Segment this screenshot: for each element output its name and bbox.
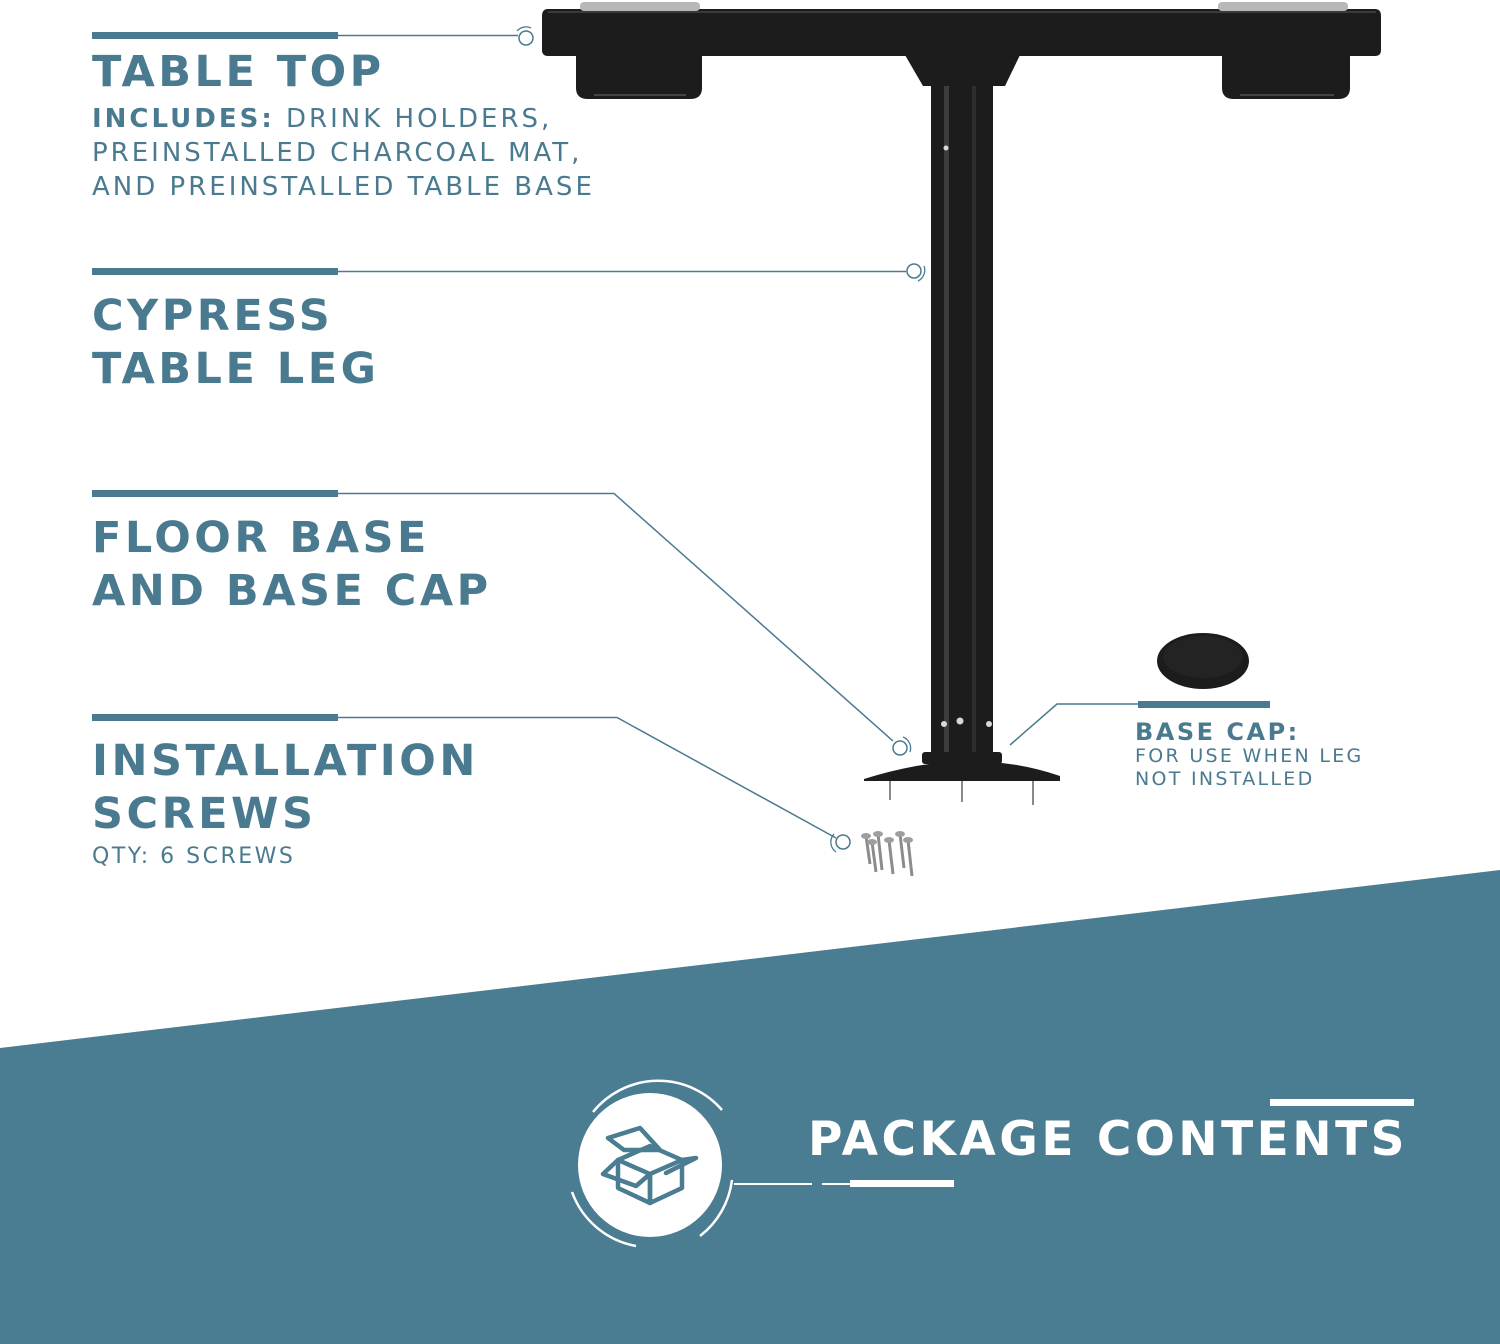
callout-bar-base-cap xyxy=(1138,701,1270,708)
footer-band xyxy=(0,870,1500,1344)
screws-title-line-2: SCREWS xyxy=(92,789,317,839)
table-base-mount xyxy=(905,55,1020,86)
floor-base-title: FLOOR BASE AND BASE CAP xyxy=(92,512,492,618)
table-leg-title-line-2: TABLE LEG xyxy=(92,344,380,394)
floor-base-illustration xyxy=(864,752,1060,805)
table-top-illustration xyxy=(542,2,1381,99)
drink-holder-cup-left xyxy=(576,55,702,99)
callout-bar-table-leg xyxy=(92,268,338,275)
screws-detail: QTY: 6 SCREWS xyxy=(92,844,296,869)
callout-bar-screws xyxy=(92,714,338,721)
table-leg-illustration xyxy=(931,86,993,762)
footer-accent-bar-top xyxy=(1270,1099,1414,1106)
box-icon xyxy=(600,1125,699,1206)
callout-bar-floor-base xyxy=(92,490,338,497)
drink-holder-rim-left xyxy=(580,2,700,11)
table-top-detail-line-1: DRINK HOLDERS, xyxy=(286,104,553,134)
screws-title-line-1: INSTALLATION xyxy=(92,736,479,786)
floor-base-title-line-2: AND BASE CAP xyxy=(92,566,492,616)
base-cap-detail: FOR USE WHEN LEG NOT INSTALLED xyxy=(1135,745,1364,791)
screws-illustration xyxy=(864,833,914,877)
drink-holder-cup-right xyxy=(1222,55,1350,99)
table-top-detail-line-2: PREINSTALLED CHARCOAL MAT, xyxy=(92,138,583,168)
table-top-detail-line-3: AND PREINSTALLED TABLE BASE xyxy=(92,172,595,202)
callout-dot-table-top xyxy=(518,30,534,46)
table-leg-title: CYPRESS TABLE LEG xyxy=(92,290,379,396)
table-top-detail-key: INCLUDES: xyxy=(92,104,275,134)
table-leg-title-line-1: CYPRESS xyxy=(92,291,334,341)
base-cap-detail-line-2: NOT INSTALLED xyxy=(1135,768,1315,790)
table-top-detail: INCLUDES: DRINK HOLDERS, PREINSTALLED CH… xyxy=(92,102,595,204)
base-cap-illustration xyxy=(1157,633,1249,689)
screws-title: INSTALLATION SCREWS xyxy=(92,735,479,841)
callout-dot-screws xyxy=(835,834,851,850)
footer-accent-bar-bottom xyxy=(850,1180,954,1187)
base-cap-detail-line-1: FOR USE WHEN LEG xyxy=(1135,745,1364,767)
package-contents-title: PACKAGE CONTENTS xyxy=(808,1112,1409,1167)
callout-dot-table-leg xyxy=(906,263,922,279)
floor-base-title-line-1: FLOOR BASE xyxy=(92,513,430,563)
base-cap-title: BASE CAP: xyxy=(1135,718,1300,746)
callout-bar-table-top xyxy=(92,32,338,39)
callout-dot-floor-base xyxy=(892,740,908,756)
table-top-title: TABLE TOP xyxy=(92,47,385,97)
package-contents-emblem xyxy=(570,1079,734,1248)
drink-holder-rim-right xyxy=(1218,2,1348,11)
